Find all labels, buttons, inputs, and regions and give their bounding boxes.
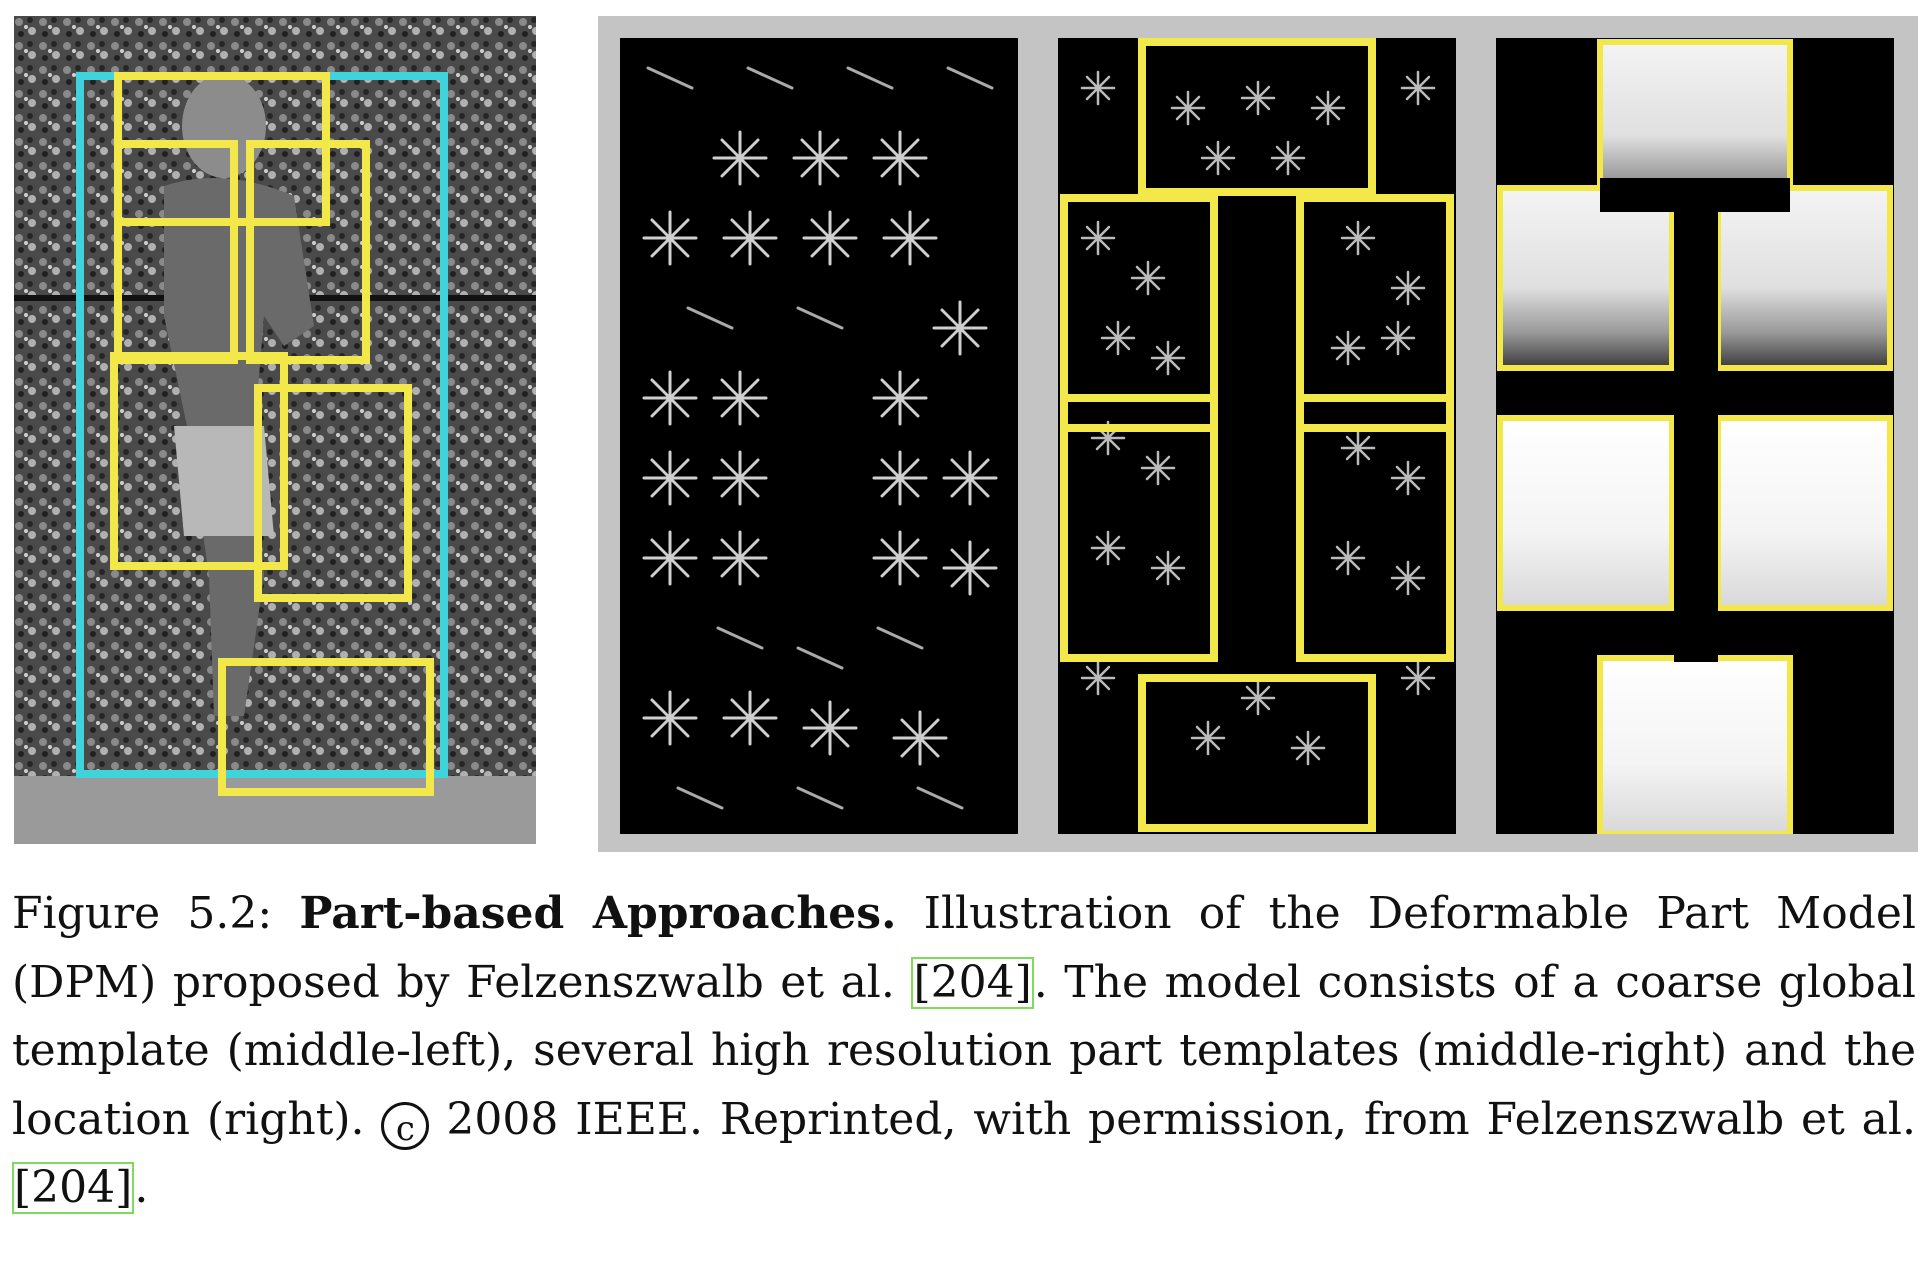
caption-text-2: . The model consists of a coarse global … (12, 956, 1916, 1145)
part-template-boxes (1060, 38, 1454, 832)
pedestrian-photo (14, 16, 536, 844)
dpm-model-panels (598, 16, 1918, 852)
part-location-deformation (1496, 38, 1894, 834)
photo-illustration (14, 16, 536, 844)
figure-caption: Figure 5.2: Part-based Approaches. Illus… (12, 880, 1916, 1223)
figure-label: Figure 5.2: (12, 888, 273, 939)
caption-text-1: Illustration of the Deformable Part Mode… (12, 888, 1916, 1008)
citation-link-204-second[interactable]: [204] (12, 1162, 135, 1214)
hog-parts-visual (1060, 38, 1454, 832)
citation-link-204[interactable]: [204] (911, 956, 1034, 1009)
coarse-root-template (620, 38, 1018, 834)
figure-title: Part-based Approaches. (299, 888, 897, 939)
caption-text-4: . (134, 1162, 149, 1213)
caption-text-3: 2008 IEEE. Reprinted, with permission, f… (446, 1093, 1916, 1145)
high-resolution-part-templates (1058, 38, 1456, 834)
copyright-symbol: c (381, 1101, 430, 1150)
figure (14, 16, 1918, 852)
part-filter-boxes (110, 72, 434, 796)
deformation-cost-visual (1496, 38, 1894, 834)
hog-root-visual (642, 66, 998, 810)
